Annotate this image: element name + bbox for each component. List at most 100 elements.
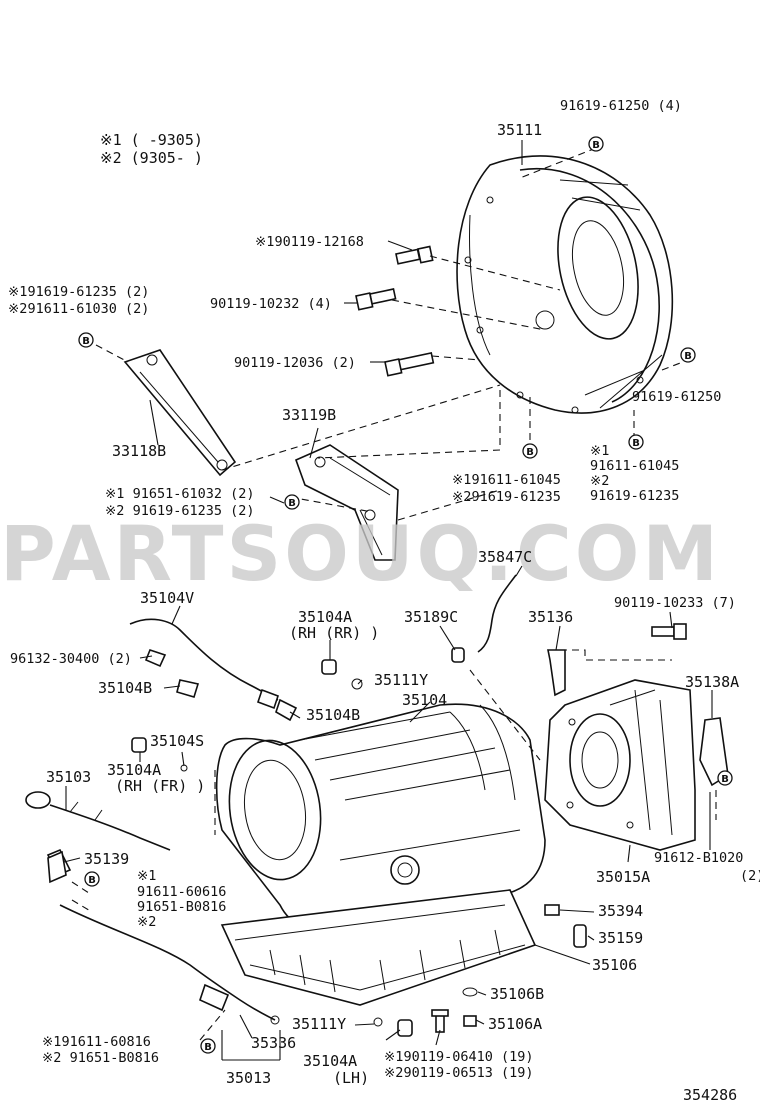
oil-pan-35106 xyxy=(220,889,537,1006)
bolt-marker-b-1: B xyxy=(588,136,604,152)
label-33119B: 33119B xyxy=(282,406,336,424)
label-96132-30400: 96132-30400 (2) xyxy=(10,651,132,667)
label-35336: 35336 xyxy=(251,1034,296,1052)
bracket-33119B xyxy=(294,444,399,561)
bolt-marker-b-9: B xyxy=(200,1038,216,1054)
label-35104A-lh: 35104A xyxy=(303,1052,357,1070)
transmission-housing-35111 xyxy=(456,155,674,414)
svg-text:B: B xyxy=(526,447,534,458)
bolt-90119-10232 xyxy=(355,288,397,311)
dipstick-35103 xyxy=(25,791,171,851)
label-91651-B0816-b: ※2 91651-B0816 xyxy=(42,1050,159,1066)
label-91611-60616: 91611-60616 xyxy=(137,884,226,900)
label-91619-61235-top: ※191619-61235 (2) xyxy=(8,284,149,300)
svg-text:B: B xyxy=(88,875,96,886)
svg-text:B: B xyxy=(204,1042,212,1053)
label-90119-06513: ※290119-06513 (19) xyxy=(384,1065,533,1081)
gasket-35106B xyxy=(462,987,478,997)
label-35394: 35394 xyxy=(598,902,643,920)
extension-housing-35015A xyxy=(544,679,696,851)
label-91619-61235-right: 91619-61235 xyxy=(590,488,679,504)
label-35111Y-bot: 35111Y xyxy=(292,1015,346,1033)
label-right-k1: ※1 xyxy=(590,443,609,459)
bolt-90119-06410 xyxy=(431,1009,449,1033)
svg-text:B: B xyxy=(721,774,729,785)
label-35159: 35159 xyxy=(598,929,643,947)
bolt-90119-12036 xyxy=(384,351,435,377)
label-rh-fr: (RH (FR) ) xyxy=(115,777,205,795)
fitting-35104A-rr xyxy=(321,659,337,675)
label-35111: 35111 xyxy=(497,121,542,139)
plug-35104A-lh xyxy=(397,1019,413,1037)
label-91611-61045-a: ※191611-61045 xyxy=(452,472,561,488)
dashed-leaders xyxy=(71,147,717,1041)
label-k1: ※1 xyxy=(137,868,156,884)
label-35106B: 35106B xyxy=(490,985,544,1003)
bolt-marker-b-7: B xyxy=(84,871,100,887)
svg-text:B: B xyxy=(288,498,296,509)
label-91619-61235-b: ※291619-61235 xyxy=(452,489,561,505)
label-91619-61250-4: 91619-61250 (4) xyxy=(560,98,682,114)
plug-35106A xyxy=(463,1015,477,1027)
solid-leaders xyxy=(63,140,713,1061)
bolt-marker-b-8: B xyxy=(717,770,733,786)
label-91611-61030: ※291611-61030 (2) xyxy=(8,301,149,317)
label-35106: 35106 xyxy=(592,956,637,974)
svg-text:B: B xyxy=(632,438,640,449)
label-diagram-id: 354286 xyxy=(683,1086,737,1104)
oring-35111Y-bot xyxy=(373,1017,383,1027)
label-35104A-rr: 35104A xyxy=(298,608,352,626)
svg-text:B: B xyxy=(82,336,90,347)
label-91611-60816: ※191611-60816 xyxy=(42,1034,151,1050)
label-35136: 35136 xyxy=(528,608,573,626)
label-35104B-left: 35104B xyxy=(98,679,152,697)
bolt-marker-b-2: B xyxy=(78,332,94,348)
clamp-35139 xyxy=(47,850,67,884)
bolt-marker-b-5: B xyxy=(628,434,644,450)
label-90119-12168: ※190119-12168 xyxy=(255,234,364,250)
label-right-k2: ※2 xyxy=(590,473,609,489)
svg-text:B: B xyxy=(592,140,600,151)
label-90119-10233: 90119-10233 (7) xyxy=(614,595,736,611)
filler-tube-35013 xyxy=(46,848,280,1025)
bolt-90119-10233 xyxy=(651,623,687,640)
label-35015A: 35015A xyxy=(596,868,650,886)
pipe-35847C xyxy=(477,574,517,653)
watermark: PARTSOUQ.COM xyxy=(0,509,721,598)
label-lh: (LH) xyxy=(333,1069,369,1087)
label-35104: 35104 xyxy=(402,691,447,709)
clip-35136 xyxy=(547,649,566,697)
label-35104A-fr: 35104A xyxy=(107,761,161,779)
label-rh-rr: (RH (RR) ) xyxy=(289,624,379,642)
label-35013: 35013 xyxy=(226,1069,271,1087)
bolt-90119-12168 xyxy=(395,245,434,265)
part-35159 xyxy=(573,924,587,948)
label-91612-B1020: 91612-B1020 xyxy=(654,850,743,866)
label-k2: ※2 xyxy=(137,914,156,930)
part-35394 xyxy=(544,904,560,916)
label-qty-2: (2) xyxy=(740,868,760,884)
label-35103: 35103 xyxy=(46,768,91,786)
label-90119-06410: ※190119-06410 (19) xyxy=(384,1049,533,1065)
bolt-marker-b-6: B xyxy=(284,494,300,510)
label-35104B-mid: 35104B xyxy=(306,706,360,724)
fitting-35189C xyxy=(451,647,465,663)
label-91651-61032: ※1 91651-61032 (2) xyxy=(105,486,254,502)
label-35106A: 35106A xyxy=(488,1015,542,1033)
transmission-case-35104 xyxy=(215,703,546,932)
label-91651-B0816: 91651-B0816 xyxy=(137,899,226,915)
label-35104V: 35104V xyxy=(140,589,194,607)
label-90119-12036: 90119-12036 (2) xyxy=(234,355,356,371)
label-35189C: 35189C xyxy=(404,608,458,626)
svg-text:B: B xyxy=(684,351,692,362)
label-35847C: 35847C xyxy=(478,548,532,566)
legend-line-1: ※1 ( -9305) xyxy=(100,131,203,149)
hose-35104V xyxy=(129,618,298,722)
label-91611-61045-right: 91611-61045 xyxy=(590,458,679,474)
label-35139: 35139 xyxy=(84,850,129,868)
bolt-marker-b-3: B xyxy=(680,347,696,363)
oring-35111Y-top xyxy=(351,678,363,690)
label-35104S: 35104S xyxy=(150,732,204,750)
legend-line-2: ※2 (9305- ) xyxy=(100,149,203,167)
